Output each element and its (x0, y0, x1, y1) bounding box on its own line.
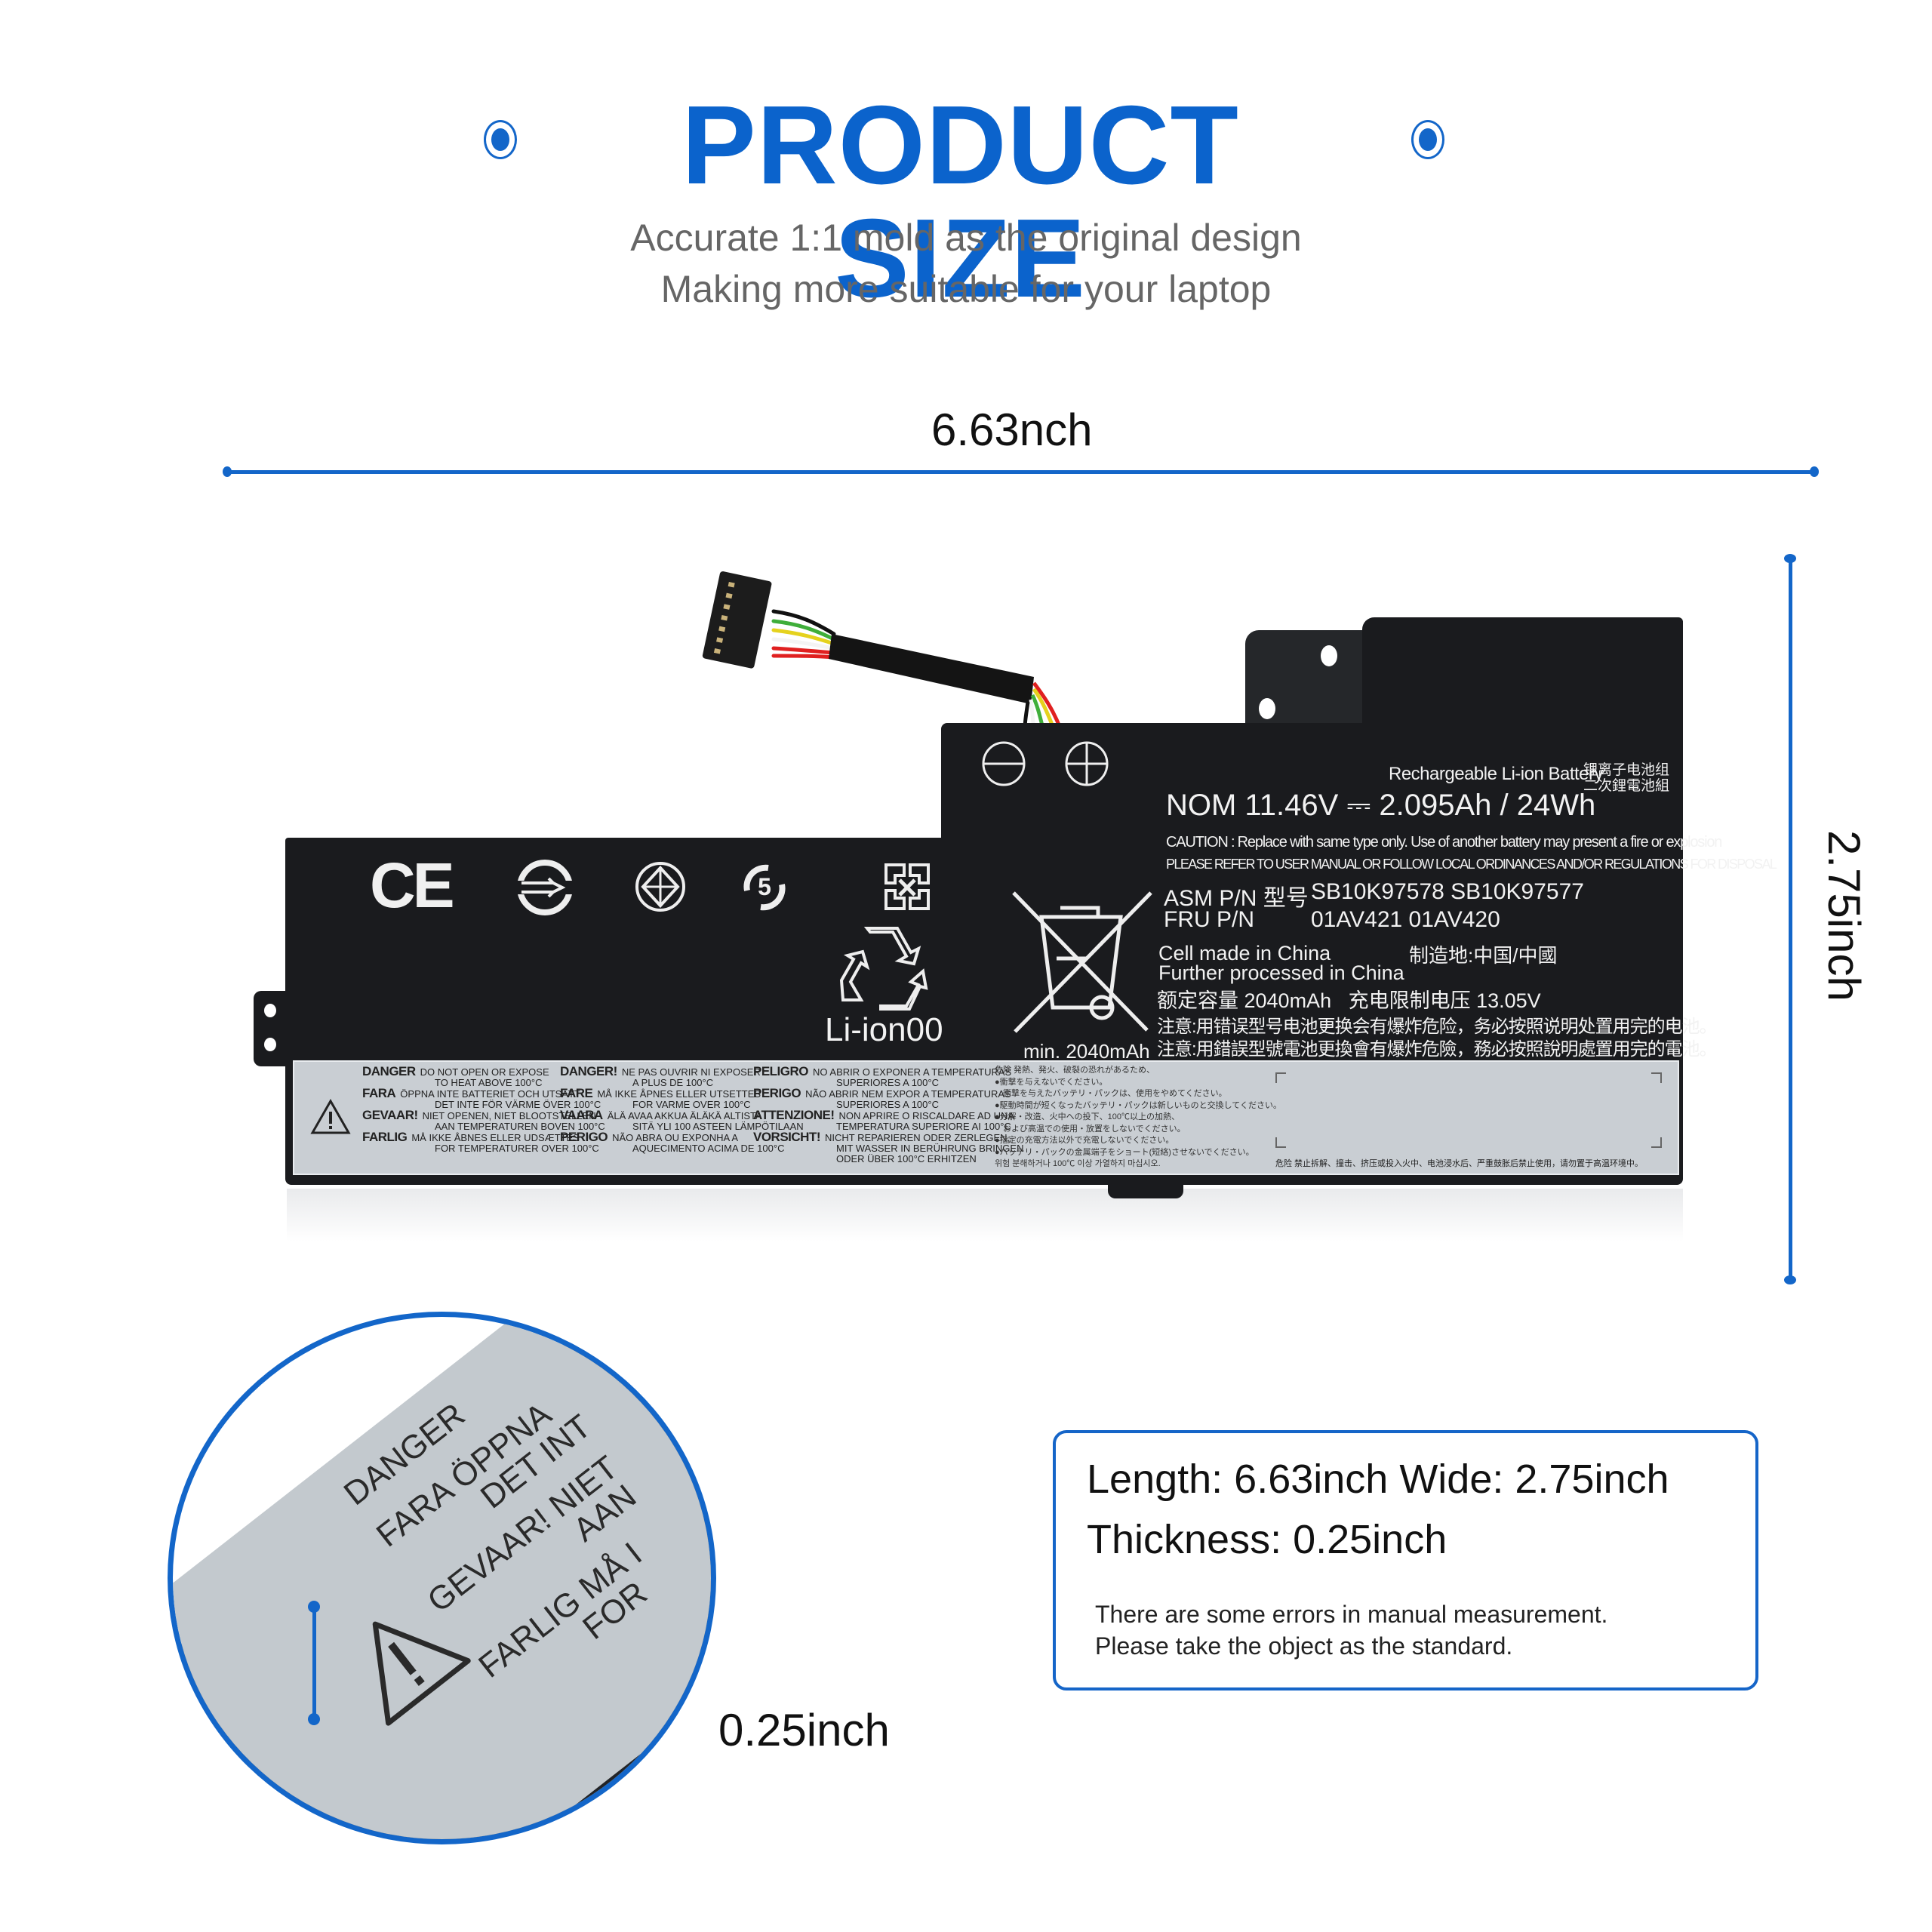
mount-hole-icon (1321, 645, 1337, 666)
ce-mark-icon: CE (370, 850, 455, 921)
warning-cjk-traditional: 注意:用錯誤型號電池更換會有爆炸危險，務必按照說明處置用完的電池。 (1157, 1039, 1718, 1060)
battery-mount-tab-left (254, 991, 291, 1066)
mount-hole-icon (264, 1004, 276, 1017)
warning-triangle-icon (310, 1098, 351, 1134)
nominal-rating: NOM 11.46V ⎓ 2.095Ah / 24Wh (1166, 789, 1596, 822)
bin-caption: min. 2040mAh (1023, 1040, 1150, 1063)
caution-text: CAUTION : Replace with same type only. U… (1166, 834, 1722, 851)
thickness-detail-lens: DANGER FARA ÖPPNA DET INT GEVAAR! NIET A… (168, 1312, 716, 1844)
diamond-cross-circle-icon (635, 862, 685, 912)
blank-frame-corner (1275, 1072, 1286, 1083)
recycle-arrow-circle-icon (515, 860, 574, 915)
size-info-box: Length: 6.63inch Wide: 2.75inch Thicknes… (1053, 1430, 1758, 1690)
lens-label-surface: DANGER FARA ÖPPNA DET INT GEVAAR! NIET A… (173, 1317, 711, 1839)
label-jp-warnings: 危険 発熱、発火、破裂の恐れがあるため、 ●衝撃を与えないでください。 衝撃を与… (995, 1066, 1281, 1168)
crossed-bin-icon (1012, 891, 1152, 1033)
width-line-bottom-cap-icon (1784, 1275, 1796, 1284)
fru-part-number: 01AV421 01AV420 (1311, 907, 1500, 932)
capacity-cjk: 额定容量 2040mAh 充电限制电压 13.05V (1157, 989, 1541, 1012)
liion-text: Li-ion00 (825, 1011, 943, 1048)
info-length-width: Length: 6.63inch Wide: 2.75inch (1087, 1457, 1669, 1502)
blank-frame-corner (1651, 1072, 1662, 1083)
eco-5-circle-icon: 5 (743, 864, 786, 911)
rechargeable-label: Rechargeable Li-ion Battery (1389, 764, 1604, 784)
label-cn-footer: 危险 禁止拆解、撞击、挤压或投入火中、电池浸水后、严重鼓胀后禁止使用，请勿置于高… (1275, 1159, 1644, 1168)
cell-origin: Cell made in China (1158, 942, 1331, 964)
title-bullet-left-icon (484, 120, 517, 159)
mount-hole-icon (1259, 698, 1275, 719)
recycle-square-icon (884, 863, 930, 910)
cable-connector-icon (702, 571, 1063, 729)
width-dimension-label: 2.75inch (1819, 830, 1869, 1001)
title-bullet-right-icon (1411, 120, 1444, 159)
recycling-icon (839, 927, 928, 1011)
battery-foot (1108, 1177, 1183, 1198)
length-line-start-cap-icon (223, 466, 232, 477)
fru-part-label: FRU P/N (1164, 907, 1254, 932)
info-thickness: Thickness: 0.25inch (1087, 1517, 1447, 1562)
rechargeable-cjk-2: 二次鋰電池組 (1583, 778, 1670, 794)
blank-frame-corner (1651, 1137, 1662, 1148)
further-processed: Further processed in China (1158, 961, 1404, 984)
disposal-text: PLEASE REFER TO USER MANUAL OR FOLLOW LO… (1166, 857, 1777, 872)
label-col-2: DANGER!NE PAS OUVRIR NI EXPOSER A PLUS D… (560, 1064, 804, 1154)
width-dimension-line (1789, 558, 1792, 1280)
blank-frame-corner (1275, 1137, 1286, 1148)
warning-cjk-simplified: 注意:用错误型号电池更换会有爆炸危险，务必按照说明处置用完的电池。 (1157, 1017, 1718, 1037)
width-line-top-cap-icon (1784, 554, 1796, 563)
length-dimension-line (226, 470, 1814, 474)
thickness-measure-line (312, 1606, 316, 1719)
info-note-2: Please take the object as the standard. (1095, 1632, 1513, 1660)
plus-terminal-icon (1065, 741, 1109, 786)
asm-part-number: SB10K97578 SB10K97577 (1311, 879, 1584, 904)
length-line-end-cap-icon (1810, 466, 1819, 477)
subtitle-line-2: Making more suitable for your laptop (660, 268, 1272, 310)
battery-reflection (287, 1189, 1683, 1241)
lens-warning-triangle-icon (372, 1621, 471, 1726)
origin-cjk: 制造地:中国/中國 (1409, 944, 1558, 967)
thickness-dimension-label: 0.25inch (718, 1705, 890, 1755)
minus-terminal-icon (982, 741, 1026, 786)
info-note-1: There are some errors in manual measurem… (1095, 1601, 1608, 1628)
length-dimension-label: 6.63nch (931, 405, 1093, 455)
page-title: PRODUCT SIZE (681, 83, 1239, 321)
thickness-measure-top-dot-icon (308, 1601, 320, 1613)
subtitle-line-1: Accurate 1:1 mold as the original design (630, 217, 1302, 259)
battery-body-middle (941, 723, 1683, 859)
mount-hole-icon (264, 1038, 276, 1051)
rechargeable-cjk-1: 锂离子电池组 (1583, 762, 1670, 778)
asm-part-label: ASM P/N 型号 (1164, 886, 1309, 911)
svg-text:5: 5 (758, 873, 771, 900)
thickness-measure-bottom-dot-icon (308, 1713, 320, 1725)
